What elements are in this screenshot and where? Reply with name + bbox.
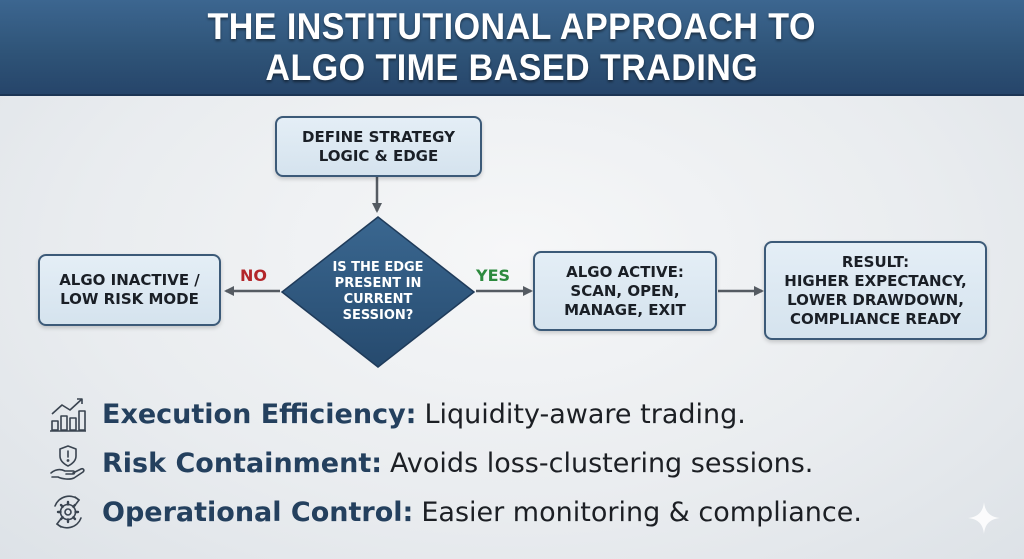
gear-cycle-icon: [54, 495, 82, 529]
result-line-1: RESULT:: [841, 252, 910, 271]
decision-line-4: SESSION?: [342, 308, 414, 323]
algo-inactive-box: ALGO INACTIVE / LOW RISK MODE: [38, 254, 221, 326]
active-line-1: ALGO ACTIVE:: [566, 262, 684, 281]
algo-active-box: ALGO ACTIVE: SCAN, OPEN, MANAGE, EXIT: [533, 251, 717, 331]
shield-hand-icon: [50, 445, 85, 480]
benefit-desc: Avoids loss-clustering sessions.: [390, 447, 814, 479]
sparkle-icon: [968, 502, 1000, 534]
inactive-line-2: LOW RISK MODE: [60, 290, 199, 308]
benefit-desc: Liquidity-aware trading.: [424, 398, 746, 430]
benefit-risk-containment: Risk Containment: Avoids loss-clustering…: [48, 443, 813, 483]
benefit-title: Operational Control:: [102, 496, 414, 528]
decision-line-2: PRESENT IN: [334, 276, 422, 291]
decision-line-1: IS THE EDGE: [332, 260, 424, 275]
title-banner: THE INSTITUTIONAL APPROACH TO ALGO TIME …: [0, 0, 1024, 96]
decision-line-3: CURRENT: [343, 292, 413, 307]
inactive-line-1: ALGO INACTIVE /: [59, 271, 200, 289]
define-strategy-box: DEFINE STRATEGY LOGIC & EDGE: [275, 116, 482, 177]
define-strategy-line-1: DEFINE STRATEGY: [302, 127, 455, 146]
benefit-operational-control: Operational Control: Easier monitoring &…: [48, 492, 862, 532]
growth-chart-icon: [50, 398, 86, 432]
result-line-3: LOWER DRAWDOWN,: [787, 290, 964, 309]
yes-label: YES: [476, 266, 511, 285]
active-line-2: SCAN, OPEN,: [570, 281, 680, 300]
result-line-2: HIGHER EXPECTANCY,: [784, 271, 967, 290]
edge-decision-diamond: IS THE EDGE PRESENT IN CURRENT SESSION?: [280, 215, 476, 369]
result-box: RESULT: HIGHER EXPECTANCY, LOWER DRAWDOW…: [764, 241, 987, 340]
title-line-1: THE INSTITUTIONAL APPROACH TO: [207, 6, 817, 47]
benefit-title: Execution Efficiency:: [102, 398, 417, 430]
benefit-title: Risk Containment:: [102, 447, 383, 479]
benefit-desc: Easier monitoring & compliance.: [421, 496, 862, 528]
active-line-3: MANAGE, EXIT: [564, 300, 686, 319]
define-strategy-line-2: LOGIC & EDGE: [318, 146, 439, 165]
benefit-execution-efficiency: Execution Efficiency: Liquidity-aware tr…: [48, 394, 746, 434]
diamond-shape: [280, 216, 476, 368]
title-line-2: ALGO TIME BASED TRADING: [265, 47, 759, 88]
result-line-4: COMPLIANCE READY: [789, 309, 962, 328]
no-label: NO: [240, 266, 267, 285]
